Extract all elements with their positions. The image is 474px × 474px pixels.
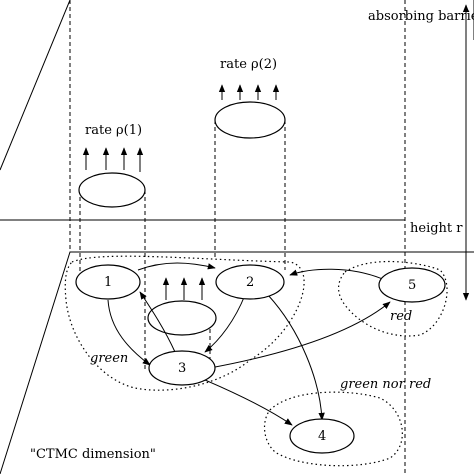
node-2 [215, 264, 285, 300]
rate-ellipse-1 [78, 172, 146, 208]
edge-1-2 [137, 262, 216, 271]
region-green-nor-red [264, 391, 403, 467]
node-5 [378, 267, 446, 303]
region-red [338, 260, 448, 337]
edge-2-4 [267, 294, 325, 421]
region-green [64, 255, 305, 391]
edge-2-3 [204, 294, 246, 353]
rate-rho1-label: rate ρ(1) [85, 123, 142, 138]
ctmc-nodes [75, 264, 446, 454]
height-r-label: height r [410, 221, 463, 236]
node-1 [75, 264, 141, 300]
node-3-label: 3 [178, 361, 186, 376]
red-label: red [390, 309, 412, 324]
edge-5-2 [289, 268, 386, 281]
middle-arrows [162, 277, 206, 300]
green-label: green [90, 351, 128, 366]
node-3 [148, 350, 216, 386]
dashed-projections [69, 0, 406, 474]
node-1-label: 1 [104, 275, 112, 290]
node-2-label: 2 [246, 275, 254, 290]
edges [107, 262, 391, 426]
edge-3-1 [139, 291, 176, 353]
node-4 [289, 418, 355, 454]
ctmc-dimension-label: "CTMC dimension" [30, 447, 156, 462]
node-4-label: 4 [318, 429, 326, 444]
node-5-label: 5 [408, 278, 416, 293]
edge-3-5 [209, 301, 391, 369]
edge-1-3 [107, 299, 151, 366]
rate-arrows-1 [82, 147, 144, 172]
absorbing-barrier-label: absorbing barrier [368, 9, 474, 24]
lower-plane [0, 251, 474, 474]
regions [64, 255, 448, 467]
rate-ellipse-2 [214, 101, 286, 139]
edge-3-4 [204, 379, 293, 426]
upper-plane [0, 0, 474, 171]
rate-rho2-label: rate ρ(2) [220, 57, 277, 72]
middle-ellipse [147, 300, 217, 336]
rate-arrows-2 [218, 84, 280, 100]
green-nor-red-label: green nor red [340, 377, 431, 392]
